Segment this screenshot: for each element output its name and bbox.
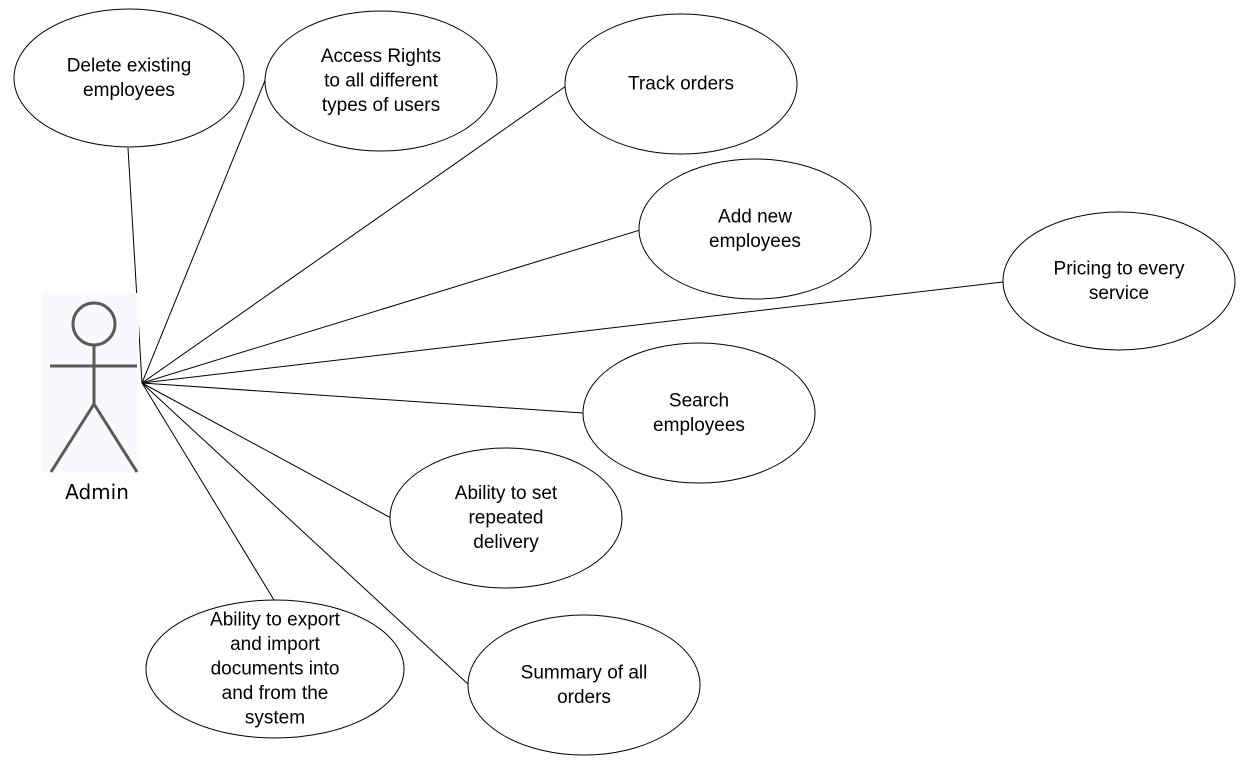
association-line-add-new-employees (141, 229, 641, 384)
use-case-label-line: service (1089, 283, 1149, 304)
association-line-access-rights (141, 77, 267, 384)
actor-background (43, 293, 139, 473)
association-line-repeated-delivery (141, 382, 392, 519)
use-case-label-line: employees (83, 80, 175, 101)
use-case-ellipse (145, 599, 405, 739)
use-case-label-line: employees (653, 415, 745, 436)
use-case-search-employees: Search employees (582, 342, 816, 484)
use-case-delete-existing-employees: Delete existing employees (13, 8, 245, 148)
use-case-label-line: types of users (322, 95, 440, 116)
use-case-ellipse (1002, 211, 1236, 351)
use-case-label-line: system (245, 708, 305, 729)
use-case-label-line: repeated (468, 508, 543, 529)
use-case-label-line: employees (709, 231, 801, 252)
use-case-summary-of-all-orders: Summary of all orders (467, 614, 701, 756)
use-case-ellipse (582, 342, 816, 484)
use-case-label-line: Search (669, 390, 729, 411)
association-line-track-orders (141, 85, 567, 384)
use-case-label-line: Access Rights (321, 46, 441, 67)
use-case-track-orders: Track orders (564, 13, 798, 155)
use-case-label-line: Pricing to every (1054, 258, 1185, 279)
association-line-pricing-to-every-service (141, 281, 1004, 384)
use-case-access-rights: Access Rights to all different types of us… (264, 10, 498, 152)
association-lines (127, 77, 1004, 686)
use-case-ellipse (13, 8, 245, 148)
use-case-label-line: orders (557, 687, 611, 708)
use-case-pricing-to-every-service: Pricing to every service (1002, 211, 1236, 351)
use-case-label-line: Ability to set (455, 483, 558, 504)
stick-figure-icon (49, 301, 139, 473)
use-case-label-line: Delete existing (67, 55, 192, 76)
use-case-export-import-documents: Ability to export and import documents int… (145, 599, 405, 739)
use-case-label-line: and from the (222, 683, 329, 704)
association-line-summary-of-all-orders (141, 382, 470, 686)
use-case-ellipse (264, 10, 498, 152)
use-case-ellipse (389, 447, 623, 589)
use-case-ellipse (638, 158, 872, 300)
use-case-label-line: Track orders (628, 74, 734, 95)
actor-label: Admin (65, 480, 129, 504)
actor-admin: Admin (43, 293, 139, 504)
use-case-add-new-employees: Add new employees (638, 158, 872, 300)
use-case-label-line: and import (230, 634, 320, 655)
use-case-repeated-delivery: Ability to set repeated delivery (389, 447, 623, 589)
use-case-label-line: delivery (473, 532, 539, 553)
use-case-label-line: Ability to export (210, 610, 341, 631)
use-case-label-line: Add new (718, 206, 792, 227)
association-line-search-employees (141, 382, 584, 414)
association-line-delete-existing-employees (127, 147, 143, 384)
use-cases: Delete existing employees Access Rights to … (13, 8, 1236, 756)
association-line-export-import-documents (141, 382, 275, 601)
use-case-label-line: Summary of all (521, 662, 648, 683)
use-case-label-line: documents into (211, 659, 340, 680)
use-case-ellipse (564, 13, 798, 155)
use-case-label-line: to all different (324, 71, 438, 92)
use-case-ellipse (467, 614, 701, 756)
